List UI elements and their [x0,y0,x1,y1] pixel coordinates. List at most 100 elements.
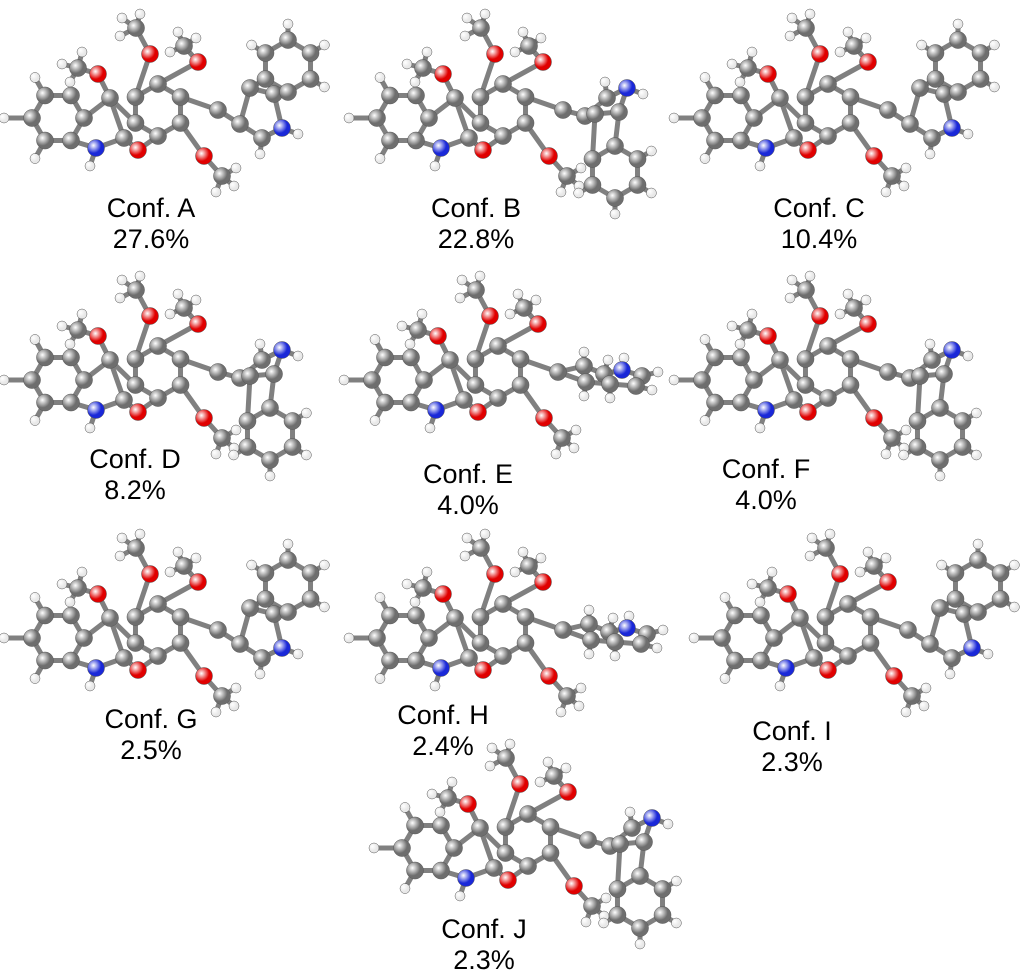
hydrogen-atom [560,762,572,774]
carbon-atom [949,31,967,49]
carbon-atom [949,83,967,101]
carbon-atom [771,351,789,369]
carbon-atom [261,399,279,417]
conformer-label: Conf. G [104,704,198,734]
oxygen-atom [89,65,107,83]
hydrogen-atom [446,776,458,788]
hydrogen-atom [228,449,239,461]
hydrogen-atom [459,550,471,562]
hydrogen-atom [254,338,266,350]
carbon-atom [283,438,302,456]
carbon-atom [279,31,297,49]
hydrogen-atom [668,374,680,386]
carbon-atom [553,429,571,447]
carbon-atom [726,606,744,625]
hydrogen-atom [662,818,674,830]
carbon-atom [732,86,750,105]
hydrogen-atom [924,338,936,350]
nitrogen-atom [457,869,475,887]
carbon-atom [971,44,990,62]
conformer-percent: 2.5% [120,735,182,765]
hydrogen-atom [646,187,657,199]
oxygen-atom [141,45,159,63]
oxygen-atom [474,141,492,159]
hydrogen-atom [504,738,516,750]
carbon-atom [368,629,386,647]
carbon-atom [171,88,190,106]
carbon-atom [460,129,478,147]
hydrogen-atom [416,308,428,320]
oxygen-atom [534,573,552,591]
hydrogen-atom [936,559,947,571]
oxygen-atom [481,307,499,325]
carbon-atom [402,393,420,412]
hydrogen-atom [0,632,10,644]
carbon-atom [653,880,672,898]
molecule-structure-svg [368,738,682,950]
carbon-atom [36,606,54,625]
hydrogen-atom [918,700,930,712]
hydrogen-atom [944,668,956,680]
carbon-atom [903,687,921,705]
carbon-atom [946,590,965,608]
carbon-atom [765,629,783,647]
carbon-atom [301,70,320,88]
carbon-atom [608,906,627,924]
hydrogen-atom [64,76,76,88]
hydrogen-atom [646,145,657,157]
carbon-atom [580,615,598,633]
conformer-label: Conf. J [441,914,527,944]
hydrogen-atom [172,546,184,558]
carbon-atom [796,88,815,106]
carbon-atom [126,608,145,626]
carbon-atom [23,371,41,389]
carbon-atom [516,608,535,626]
oxygen-atom [865,409,883,427]
hydrogen-atom [668,112,680,124]
hydrogen-atom [726,58,738,70]
hydrogen-atom [434,806,446,818]
carbon-atom [953,438,972,456]
oxygen-atom [831,565,849,583]
conformer-label: Conf. D [89,444,181,474]
carbon-atom [489,337,507,355]
carbon-atom [865,557,883,575]
carbon-atom [466,376,485,394]
hydrogen-atom [474,270,486,282]
molecule-conf-f [668,262,1000,502]
conformer-label: Conf. I [752,716,832,746]
carbon-atom [69,321,87,339]
carbon-atom [879,101,897,119]
hydrogen-atom [292,648,304,660]
carbon-atom [497,749,515,767]
hydrogen-atom [530,294,542,306]
carbon-atom [923,129,941,147]
oxygen-atom [129,403,147,421]
nitrogen-atom [943,341,961,359]
carbon-atom [494,127,512,145]
carbon-atom [693,109,711,127]
carbon-atom [816,608,835,626]
caption-conf-f: Conf. F 4.0% [666,454,866,516]
carbon-atom [62,651,80,670]
hydrogen-atom [228,180,240,192]
carbon-atom [969,603,987,621]
hydrogen-atom [580,916,592,928]
nitrogen-atom [943,119,961,137]
hydrogen-atom [134,528,146,540]
carbon-atom [623,819,641,837]
hydrogen-atom [600,892,612,904]
hydrogen-atom [972,538,984,550]
nitrogen-atom [432,659,450,677]
carbon-atom [791,609,809,627]
carbon-atom [819,75,837,93]
carbon-atom [739,321,757,339]
oxygen-atom [759,327,777,345]
hydrogen-atom [982,648,994,660]
carbon-atom [101,351,119,369]
carbon-atom [149,337,167,355]
carbon-atom [861,608,880,626]
carbon-atom [606,633,624,651]
hydrogen-atom [570,424,582,436]
